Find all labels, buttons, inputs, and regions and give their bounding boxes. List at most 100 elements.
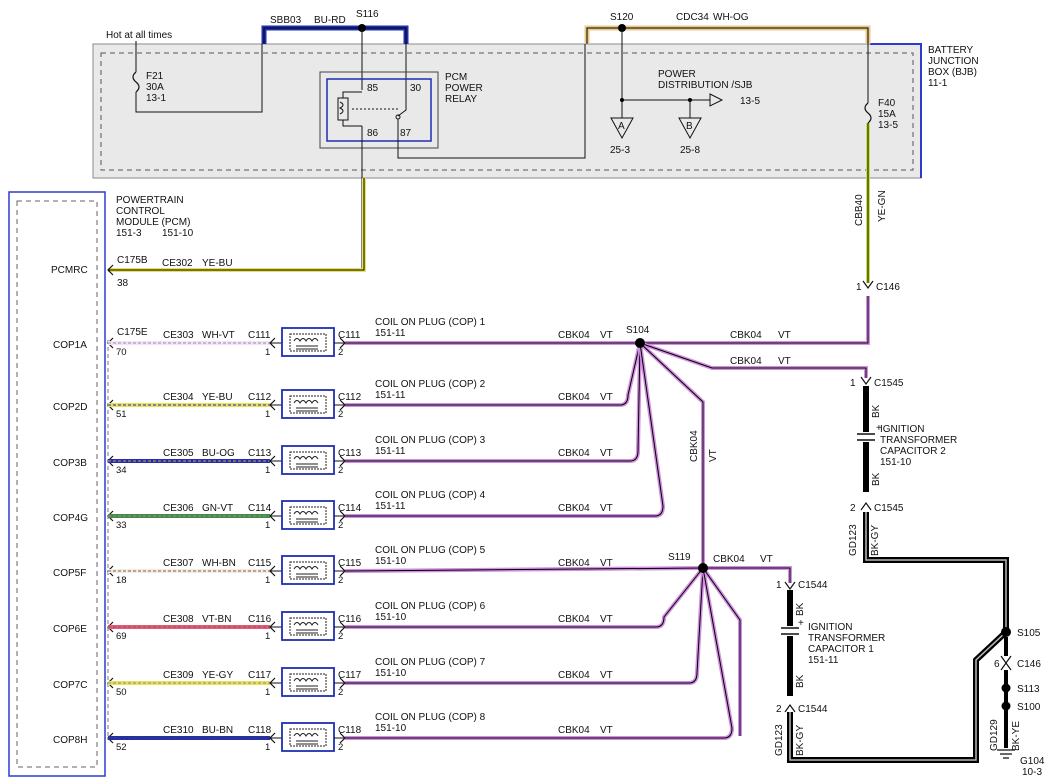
- c146-top-label: C146: [876, 282, 900, 293]
- connector-icon: [860, 376, 872, 386]
- pcm-pin-number: 52: [116, 742, 127, 753]
- s104-bundle: S104 CBK04 VT CBK04 VT CBK04 VT: [626, 296, 870, 566]
- s100-label: S100: [1017, 702, 1041, 713]
- vt-label: VT: [600, 558, 613, 569]
- relay-title-3: RELAY: [445, 94, 477, 105]
- tri-a-label: A: [618, 121, 625, 132]
- sbb03-wire: SBB03 BU-RD S116: [261, 9, 409, 90]
- bjb-title-2: JUNCTION: [928, 56, 979, 67]
- c175e-label: C175E: [117, 327, 148, 338]
- vertical-vt: VT: [708, 449, 719, 462]
- cbk-label: CBK04: [558, 558, 590, 569]
- wire-color-code: BU-BN: [202, 725, 233, 736]
- transformer-icon: [293, 338, 319, 350]
- arrow-right-icon: [709, 93, 724, 107]
- fuse-icon: [864, 102, 872, 124]
- coil-connector-in: C112: [248, 392, 272, 403]
- bjb-title-1: BATTERY: [928, 45, 974, 56]
- cop-ref: 151-11: [375, 501, 406, 512]
- s105-splice-dot: [1001, 627, 1011, 637]
- ignition-transformer-capacitor-2: 1 C1545 BK + IGNITION TRANSFORMER CAPACI…: [848, 376, 1009, 632]
- tri-b-label: B: [686, 121, 693, 132]
- connector-icon: [862, 280, 874, 290]
- power-dist-2: DISTRIBUTION /SJB: [658, 80, 753, 91]
- wire-color-code: YE-GY: [202, 670, 233, 681]
- coil-pin-in: 1: [265, 742, 270, 753]
- cap1-gd-color: BK-GY: [795, 725, 806, 756]
- coil-pin-out: 2: [338, 520, 343, 531]
- coil-connector-out: C116: [338, 614, 362, 625]
- pcm-ref-1: 151-3: [116, 228, 142, 239]
- connector-icon: [1000, 655, 1012, 665]
- s104-splice-dot: [635, 338, 645, 348]
- connector-icon: [269, 399, 276, 411]
- cop-title: COIL ON PLUG (COP) 3: [375, 435, 486, 446]
- pcm-ref-2: 151-10: [162, 228, 194, 239]
- cap2-gd: GD123: [848, 524, 859, 556]
- triangle-b-icon: [678, 117, 702, 140]
- cop-ref: 151-11: [375, 446, 406, 457]
- cap2-title-2: TRANSFORMER: [880, 435, 957, 446]
- cap1-gd: GD123: [774, 724, 785, 756]
- cop-ref: 151-11: [375, 390, 406, 401]
- cop-title: COIL ON PLUG (COP) 4: [375, 490, 486, 501]
- connector-icon: [269, 510, 276, 522]
- cap2-c-bottom: C1545: [874, 503, 904, 514]
- ce302-color: YE-BU: [202, 258, 233, 269]
- bjb-title-3: BOX (BJB): [928, 67, 977, 78]
- coil-pin-out: 2: [338, 575, 343, 586]
- pcm-signal-label: COP3B: [53, 458, 87, 469]
- connector-icon: [269, 677, 276, 689]
- circuit-number: CE309: [163, 670, 194, 681]
- s104-branch-cbk: CBK04: [730, 356, 762, 367]
- vt-label: VT: [600, 614, 613, 625]
- connector-icon: [784, 703, 796, 713]
- violet-wire-outline: [344, 567, 704, 572]
- s105-label: S105: [1017, 628, 1041, 639]
- coil-connector-out: C111: [338, 330, 361, 341]
- coil-connector-out: C117: [338, 670, 362, 681]
- relay-pin-86: 86: [367, 128, 379, 139]
- gd129-label: GD129: [989, 719, 1000, 751]
- connector-icon: [269, 565, 276, 577]
- circuit-number: CE310: [163, 725, 194, 736]
- cap1-title-3: CAPACITOR 1: [808, 644, 874, 655]
- transformer-icon: [293, 622, 319, 634]
- coil-connector-in: C116: [248, 614, 272, 625]
- s120-label: S120: [610, 12, 634, 23]
- coil-connector-in: C113: [248, 448, 272, 459]
- pcm-signal-label: COP1A: [53, 340, 87, 351]
- cap1-title-2: TRANSFORMER: [808, 633, 885, 644]
- s119-label: S119: [668, 552, 691, 563]
- s119-cbk: CBK04: [713, 554, 745, 565]
- gd129-color: BK-YE: [1011, 721, 1022, 751]
- violet-wire-outline: [345, 342, 641, 406]
- coil-connector-out: C118: [338, 725, 362, 736]
- triangle-a-icon: [610, 117, 634, 140]
- ce302-label: CE302: [162, 258, 193, 269]
- cap2-ref: 151-10: [880, 457, 912, 468]
- tri-b-ref: 25-8: [680, 145, 700, 156]
- connector-icon: [269, 621, 276, 633]
- s116-label: S116: [356, 9, 379, 20]
- capacitor-icon: [857, 433, 875, 441]
- transformer-icon: [293, 733, 319, 745]
- transformer-icon: [293, 511, 319, 523]
- s113-splice-dot: [1001, 683, 1011, 693]
- wire-color-code: GN-VT: [202, 503, 233, 514]
- vt-label: VT: [600, 503, 613, 514]
- s104-right-vt: VT: [778, 330, 791, 341]
- pcm-title-3: MODULE (PCM): [116, 217, 190, 228]
- vt-label: VT: [600, 670, 613, 681]
- c146-label: C146: [1017, 659, 1041, 670]
- cbk-label: CBK04: [558, 670, 590, 681]
- s100-splice-dot: [1001, 701, 1011, 711]
- pcm-signal-label: COP6E: [53, 624, 87, 635]
- circuit-number: CE304: [163, 392, 194, 403]
- relay-title-1: PCM: [445, 72, 467, 83]
- power-dist-1: POWER: [658, 69, 696, 80]
- cbb40-color: YE-GN: [877, 190, 888, 222]
- coil-connector-in: C115: [248, 558, 272, 569]
